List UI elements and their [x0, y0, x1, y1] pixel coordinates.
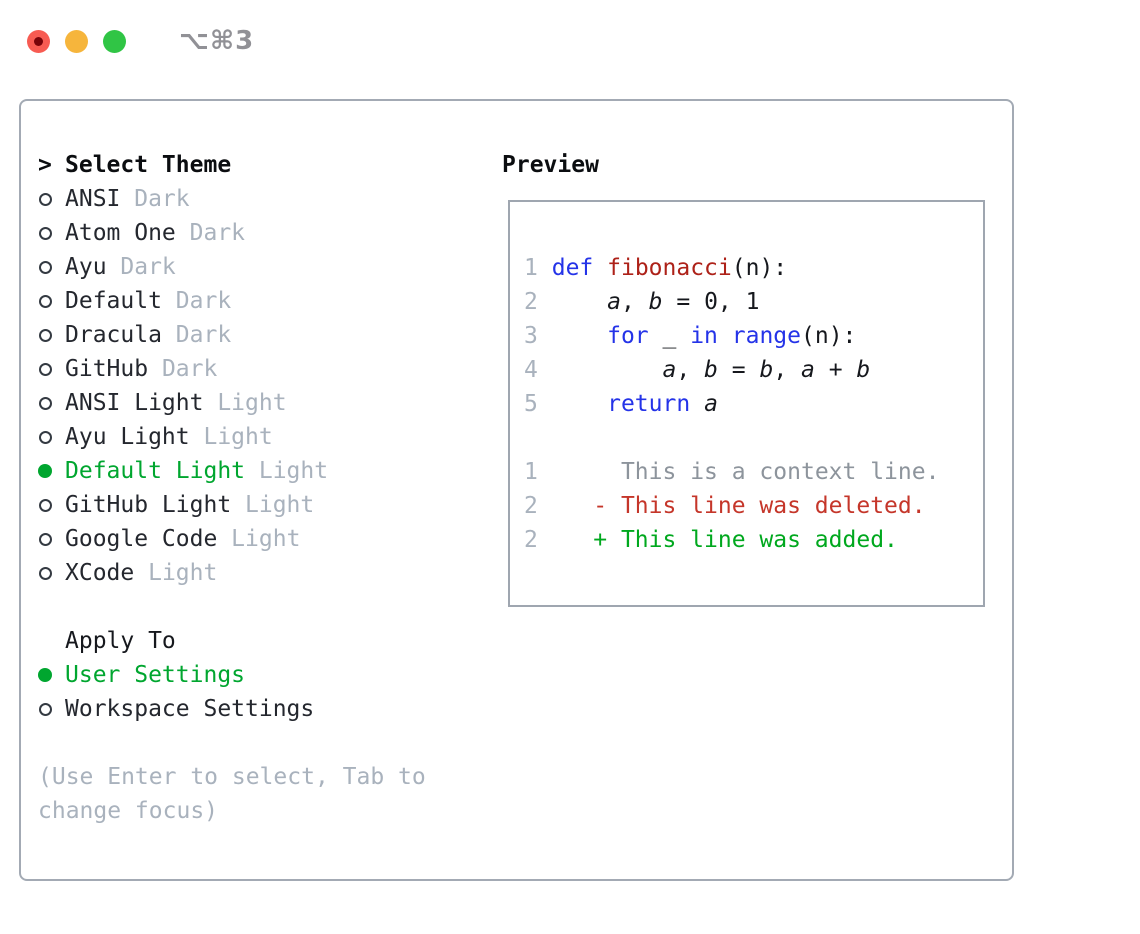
code-line: 1 def fibonacci(n):: [524, 255, 788, 281]
code-line: [524, 421, 983, 455]
minimize-button[interactable]: [65, 29, 88, 53]
option-label: GitHub: [65, 356, 149, 382]
option-variant-label: Dark: [161, 288, 232, 314]
option-label: ANSI: [65, 186, 121, 212]
apply-to-title: Apply To: [65, 628, 176, 654]
code-line: 2 + This line was added.: [524, 527, 898, 553]
radio-icon: [39, 566, 52, 580]
theme-option[interactable]: ANSI Dark: [38, 182, 426, 216]
theme-option[interactable]: Google Code Light: [38, 522, 426, 556]
radio-icon: [39, 362, 52, 376]
option-label: ANSI Light: [65, 390, 204, 416]
theme-option[interactable]: Ayu Light Light: [38, 420, 426, 454]
code-line: 1 This is a context line.: [524, 459, 940, 485]
option-label: Default: [65, 288, 162, 314]
theme-option[interactable]: ANSI Light Light: [38, 386, 426, 420]
radio-icon: [39, 294, 52, 308]
radio-icon: [39, 498, 52, 512]
option-label: Atom One: [65, 220, 176, 246]
option-label: User Settings: [65, 662, 246, 688]
preview-box: 1 def fibonacci(n): 2 a, b = 0, 1 3 for _ …: [508, 200, 985, 607]
option-variant-label: Dark: [161, 322, 232, 348]
option-variant-label: Dark: [106, 254, 176, 280]
spacer: [38, 726, 426, 760]
title-bar: ⌥⌘3: [27, 26, 254, 56]
radio-selected-icon: [38, 668, 52, 682]
radio-icon: [39, 192, 52, 206]
theme-option[interactable]: Dracula Dark: [38, 318, 426, 352]
code-line: 4 a, b = b, a + b: [524, 357, 871, 383]
theme-option[interactable]: Ayu Dark: [38, 250, 426, 284]
option-label: Ayu: [65, 254, 107, 280]
radio-icon: [39, 396, 52, 410]
option-variant-label: Light: [203, 390, 287, 416]
theme-option[interactable]: Atom One Dark: [38, 216, 426, 250]
option-label: Default Light: [65, 458, 246, 484]
close-button[interactable]: [27, 29, 50, 53]
hint-text: (Use Enter to select, Tab to change focu…: [38, 764, 426, 824]
theme-option[interactable]: GitHub Dark: [38, 352, 426, 386]
option-label: Dracula: [65, 322, 162, 348]
option-label: Ayu Light: [65, 424, 190, 450]
radio-icon: [39, 430, 52, 444]
prompt-icon: >: [38, 152, 52, 178]
radio-icon: [39, 532, 52, 546]
option-variant-label: Light: [231, 492, 315, 518]
option-variant-label: Dark: [120, 186, 190, 212]
apply-option[interactable]: User Settings: [38, 658, 426, 692]
radio-icon: [39, 260, 52, 274]
option-label: GitHub Light: [65, 492, 232, 518]
option-variant-label: Light: [245, 458, 329, 484]
option-label: Workspace Settings: [65, 696, 315, 722]
radio-icon: [39, 702, 52, 716]
apply-option[interactable]: Workspace Settings: [38, 692, 426, 726]
theme-option[interactable]: Default Light Light: [38, 454, 426, 488]
option-label: XCode: [65, 560, 135, 586]
radio-icon: [39, 226, 52, 240]
apply-to-header: Apply To: [38, 624, 426, 658]
theme-option[interactable]: XCode Light: [38, 556, 426, 590]
radio-selected-icon: [38, 464, 52, 478]
theme-option[interactable]: GitHub Light Light: [38, 488, 426, 522]
code-line: 2 a, b = 0, 1: [524, 289, 760, 315]
spacer: [38, 590, 426, 624]
preview-title: Preview: [502, 152, 599, 178]
option-variant-label: Dark: [175, 220, 246, 246]
theme-option[interactable]: Default Dark: [38, 284, 426, 318]
option-label: Google Code: [65, 526, 218, 552]
theme-list-title: Select Theme: [65, 152, 232, 178]
theme-list-header: > Select Theme: [38, 148, 426, 182]
window-title: ⌥⌘3: [179, 26, 255, 56]
radio-icon: [39, 328, 52, 342]
zoom-button[interactable]: [103, 29, 126, 53]
option-variant-label: Light: [134, 560, 218, 586]
code-line: 5 return a: [524, 391, 718, 417]
option-variant-label: Dark: [148, 356, 218, 382]
option-variant-label: Light: [189, 424, 273, 450]
option-variant-label: Light: [217, 526, 301, 552]
code-line: 2 - This line was deleted.: [524, 493, 926, 519]
code-line: 3 for _ in range(n):: [524, 323, 857, 349]
